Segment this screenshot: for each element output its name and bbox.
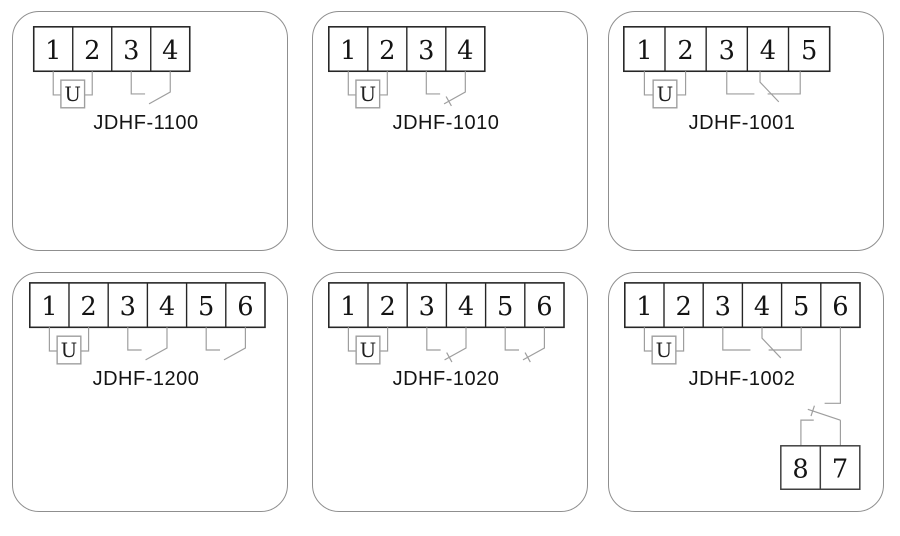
contact-fixed-lead (504, 327, 520, 351)
terminal-number: 2 (379, 292, 395, 322)
terminal-number: 1 (45, 36, 61, 66)
model-label: JDHF-1001 (688, 112, 796, 134)
contact-fixed-lead (425, 71, 441, 95)
terminal-number: 1 (636, 36, 652, 66)
terminal-number: 1 (340, 36, 356, 66)
aux-wire (800, 419, 814, 446)
terminal-number: 5 (497, 292, 513, 322)
terminal-number: 2 (675, 292, 691, 322)
contact-fixed-lead (130, 71, 146, 95)
coil-symbol: U (64, 83, 81, 106)
terminal-number: 6 (832, 292, 848, 322)
terminal-number: 4 (760, 36, 776, 66)
terminal-number: 3 (419, 292, 435, 322)
terminal-number: 4 (458, 292, 474, 322)
contact-break-tick (446, 352, 453, 363)
model-label: JDHF-1200 (92, 368, 200, 390)
contact-blade (145, 327, 168, 361)
contact-break-tick (524, 352, 531, 363)
contact-blade (443, 71, 466, 105)
contact-blade (148, 71, 171, 105)
terminal-number: 2 (379, 36, 395, 66)
contact-fixed-lead (768, 327, 802, 351)
coil-box (651, 335, 677, 365)
terminal-number: 2 (84, 36, 100, 66)
terminal-number: 1 (636, 292, 652, 322)
contact-fixed-lead (726, 71, 755, 95)
terminal-number: 2 (677, 36, 693, 66)
terminal-number: 4 (457, 36, 473, 66)
terminal-number: 5 (198, 292, 214, 322)
terminal-number: 5 (801, 36, 817, 66)
terminal-number: 4 (159, 292, 175, 322)
coil-symbol: U (61, 339, 78, 362)
terminal-number: 1 (41, 292, 57, 322)
coil-wire (379, 327, 389, 352)
terminal-number: 3 (715, 292, 731, 322)
model-label: JDHF-1020 (392, 368, 500, 390)
terminal-number: 5 (793, 292, 809, 322)
contact-blade (223, 327, 246, 361)
coil-wire (379, 71, 388, 96)
contact-blade (759, 71, 780, 103)
coil-box (60, 79, 86, 109)
terminal-number: 1 (340, 292, 356, 322)
coil-box (355, 79, 381, 109)
coil-box (652, 79, 678, 109)
contact-fixed-lead (205, 327, 221, 351)
coil-symbol: U (656, 339, 673, 362)
terminal-number: 6 (237, 292, 253, 322)
coil-wire (643, 71, 654, 96)
contact-break-tick (445, 96, 452, 107)
contact-fixed-lead (426, 327, 441, 351)
coil-box (355, 335, 381, 365)
terminal-number: 3 (123, 36, 139, 66)
coil-wire (84, 71, 93, 96)
terminal-number: 7 (832, 454, 848, 484)
terminal-number: 8 (792, 454, 808, 484)
terminal-number: 3 (120, 292, 136, 322)
coil-wire (52, 71, 61, 96)
terminal-number: 3 (418, 36, 434, 66)
coil-wire (347, 327, 357, 352)
contact-fixed-lead (767, 71, 801, 95)
terminal-number: 3 (719, 36, 735, 66)
coil-symbol: U (359, 83, 376, 106)
terminal-number: 2 (80, 292, 96, 322)
coil-wire (48, 327, 58, 352)
terminal-number: 6 (536, 292, 552, 322)
coil-wire (80, 327, 90, 352)
coil-box (56, 335, 82, 365)
coil-wire (347, 71, 356, 96)
contact-break-tick (810, 405, 815, 417)
contact-blade (761, 327, 782, 359)
remote-contact-feed (824, 327, 842, 404)
coil-symbol: U (360, 339, 377, 362)
coil-wire (676, 71, 687, 96)
contact-blade (522, 327, 546, 361)
terminal-number: 4 (754, 292, 770, 322)
model-label: JDHF-1100 (93, 112, 199, 134)
coil-wire (675, 327, 685, 352)
model-label: JDHF-1002 (688, 368, 796, 390)
coil-wire (643, 327, 653, 352)
terminal-number: 4 (162, 36, 178, 66)
contact-fixed-lead (127, 327, 142, 351)
model-label: JDHF-1010 (392, 112, 500, 134)
contact-fixed-lead (722, 327, 751, 351)
contact-blade (444, 327, 467, 361)
coil-symbol: U (657, 83, 674, 106)
